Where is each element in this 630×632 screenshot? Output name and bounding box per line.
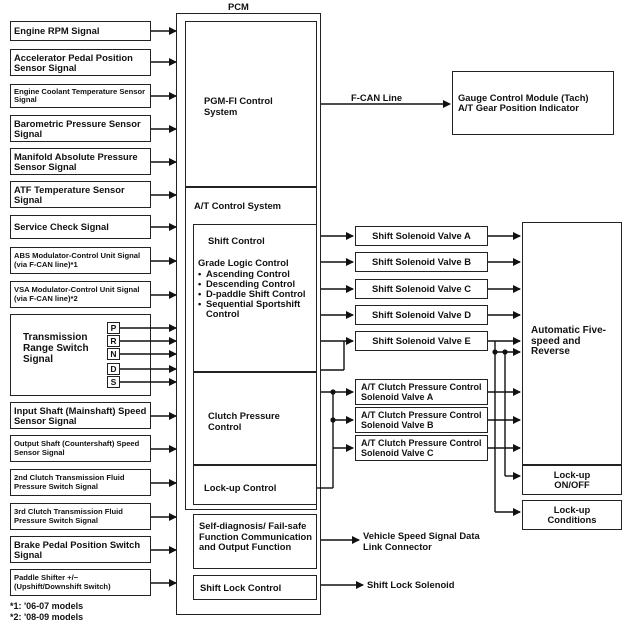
shift-solenoid-b: Shift Solenoid Valve B: [355, 252, 488, 272]
input-paddle-shifter: Paddle Shifter +/− (Upshift/Downshift Sw…: [10, 569, 151, 596]
shift-solenoid-e: Shift Solenoid Valve E: [355, 331, 488, 351]
shift-control-section: Shift Control Grade Logic Control Ascend…: [193, 224, 317, 372]
clutch-solenoid-b: A/T Clutch Pressure Control Solenoid Val…: [355, 407, 488, 433]
range-n: N: [107, 348, 120, 360]
pcm-frame: [176, 13, 321, 615]
input-2nd-clutch: 2nd Clutch Transmission Fluid Pressure S…: [10, 469, 151, 496]
fcan-line-label: F-CAN Line: [351, 92, 403, 103]
input-shaft-speed: Input Shaft (Mainshaft) Speed Sensor Sig…: [10, 402, 151, 429]
vehicle-speed-label: Vehicle Speed Signal Data Link Connector: [363, 530, 480, 552]
grade-logic-list: Ascending Control Descending Control D-p…: [198, 269, 310, 319]
range-d: D: [107, 363, 120, 375]
clutch-solenoid-c: A/T Clutch Pressure Control Solenoid Val…: [355, 435, 488, 461]
input-atf-temperature: ATF Temperature Sensor Signal: [10, 181, 151, 208]
lockup-section: Lock-up Control: [193, 465, 317, 505]
shift-lock-solenoid-label: Shift Lock Solenoid: [367, 579, 455, 590]
output-shaft-speed: Output Shaft (Countershaft) Speed Sensor…: [10, 435, 151, 462]
footnote-1: *1: '06-07 models: [10, 601, 84, 611]
transmission-range-label: Transmission Range Switch Signal: [23, 332, 89, 365]
input-vsa-modulator: VSA Modulator-Control Unit Signal (via F…: [10, 281, 151, 308]
pgmfi-section: PGM-FI Control System: [185, 21, 317, 187]
gauge-control-module: Gauge Control Module (Tach) A/T Gear Pos…: [452, 71, 614, 135]
input-brake-pedal: Brake Pedal Position Switch Signal: [10, 536, 151, 563]
range-r: R: [107, 335, 120, 347]
transmission-block: Automatic Five-speed and Reverse: [522, 222, 622, 465]
clutch-pressure-section: Clutch Pressure Control: [193, 372, 317, 465]
selfdiag-section: Self-diagnosis/ Fail-safe Function Commu…: [193, 514, 317, 569]
shift-solenoid-d: Shift Solenoid Valve D: [355, 305, 488, 325]
clutch-pressure-label: Clutch Pressure Control: [208, 410, 280, 432]
at-control-label: A/T Control System: [194, 200, 281, 211]
pgmfi-label: PGM-FI Control System: [204, 95, 273, 117]
selfdiag-label: Self-diagnosis/ Fail-safe Function Commu…: [199, 520, 313, 552]
grade-item-sequential: Sequential Sportshift Control: [198, 299, 310, 319]
grade-logic-label: Grade Logic Control: [198, 257, 289, 268]
input-3rd-clutch: 3rd Clutch Transmission Fluid Pressure S…: [10, 503, 151, 530]
lockup-conditions-box: Lock-up Conditions: [522, 500, 622, 530]
input-engine-rpm: Engine RPM Signal: [10, 21, 151, 41]
grade-item-ascending: Ascending Control: [198, 269, 310, 280]
transmission-label: Automatic Five-speed and Reverse: [531, 325, 607, 357]
input-manifold-pressure: Manifold Absolute Pressure Sensor Signal: [10, 148, 151, 175]
grade-item-descending: Descending Control: [198, 279, 310, 290]
clutch-solenoid-a: A/T Clutch Pressure Control Solenoid Val…: [355, 379, 488, 405]
shift-solenoid-a: Shift Solenoid Valve A: [355, 226, 488, 246]
shiftlock-section: Shift Lock Control: [193, 575, 317, 600]
pcm-title: PCM: [228, 1, 249, 12]
shiftlock-label: Shift Lock Control: [200, 582, 282, 593]
shift-solenoid-c: Shift Solenoid Valve C: [355, 279, 488, 299]
range-p: P: [107, 322, 120, 334]
range-s: S: [107, 376, 120, 388]
shift-control-label: Shift Control: [208, 235, 265, 246]
lockup-onoff-box: Lock-up ON/OFF: [522, 465, 622, 495]
input-barometric-pressure: Barometric Pressure Sensor Signal: [10, 115, 151, 142]
footnote-2: *2: '08-09 models: [10, 612, 84, 622]
input-engine-coolant: Engine Coolant Temperature Sensor Signal: [10, 84, 151, 108]
lockup-label: Lock-up Control: [204, 482, 277, 493]
input-accelerator-pedal: Accelerator Pedal Position Sensor Signal: [10, 49, 151, 76]
grade-item-d-paddle: D-paddle Shift Control: [198, 289, 310, 300]
input-abs-modulator: ABS Modulator-Control Unit Signal (via F…: [10, 247, 151, 274]
input-service-check: Service Check Signal: [10, 215, 151, 239]
